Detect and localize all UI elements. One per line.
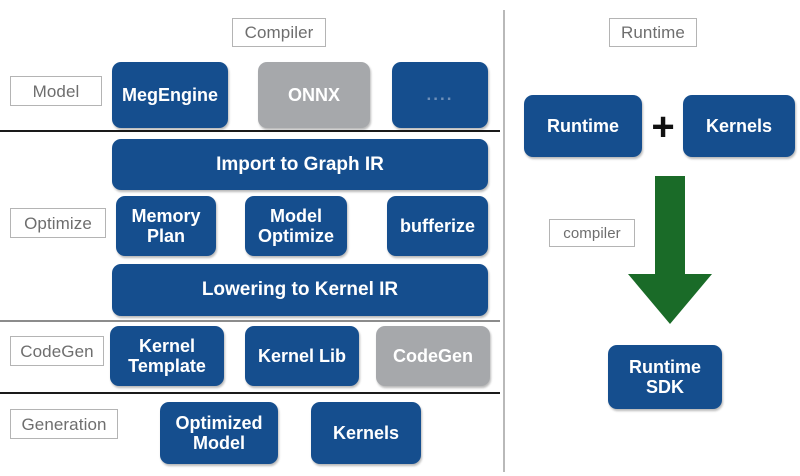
compiler-header-tag: Compiler xyxy=(232,18,326,47)
generation-box-optimized-model[interactable]: Optimized Model xyxy=(160,402,278,464)
arrow-label-compiler: compiler xyxy=(549,219,635,247)
runtime-sdk-box[interactable]: Runtime SDK xyxy=(608,345,722,409)
optimize-box-model-optimize[interactable]: Model Optimize xyxy=(245,196,347,256)
optimize-box-bufferize[interactable]: bufferize xyxy=(387,196,488,256)
stage-label-codegen: CodeGen xyxy=(10,336,104,366)
divider-compiler-runtime xyxy=(503,10,505,472)
compiler-arrow-down-icon xyxy=(622,176,718,326)
stage-label-generation: Generation xyxy=(10,409,118,439)
generation-box-kernels[interactable]: Kernels xyxy=(311,402,421,464)
divider-model-optimize xyxy=(0,130,500,132)
runtime-header-tag: Runtime xyxy=(609,18,697,47)
codegen-box-kernel-template[interactable]: Kernel Template xyxy=(110,326,224,386)
model-box-megengine[interactable]: MegEngine xyxy=(112,62,228,128)
arrow-down-svg xyxy=(628,176,712,324)
import-to-graph-ir-bar[interactable]: Import to Graph IR xyxy=(112,139,488,190)
divider-codegen-generation xyxy=(0,392,500,394)
lowering-to-kernel-ir-bar[interactable]: Lowering to Kernel IR xyxy=(112,264,488,316)
optimize-box-memory-plan[interactable]: Memory Plan xyxy=(116,196,216,256)
model-box-onnx[interactable]: ONNX xyxy=(258,62,370,128)
codegen-box-kernel-lib[interactable]: Kernel Lib xyxy=(245,326,359,386)
stage-label-model: Model xyxy=(10,76,102,106)
stage-label-optimize: Optimize xyxy=(10,208,106,238)
codegen-box-codegen[interactable]: CodeGen xyxy=(376,326,490,386)
runtime-box-kernels[interactable]: Kernels xyxy=(683,95,795,157)
plus-operator-icon: + xyxy=(651,105,675,149)
divider-optimize-codegen xyxy=(0,320,500,322)
runtime-box-runtime[interactable]: Runtime xyxy=(524,95,642,157)
model-box-more[interactable]: .... xyxy=(392,62,488,128)
